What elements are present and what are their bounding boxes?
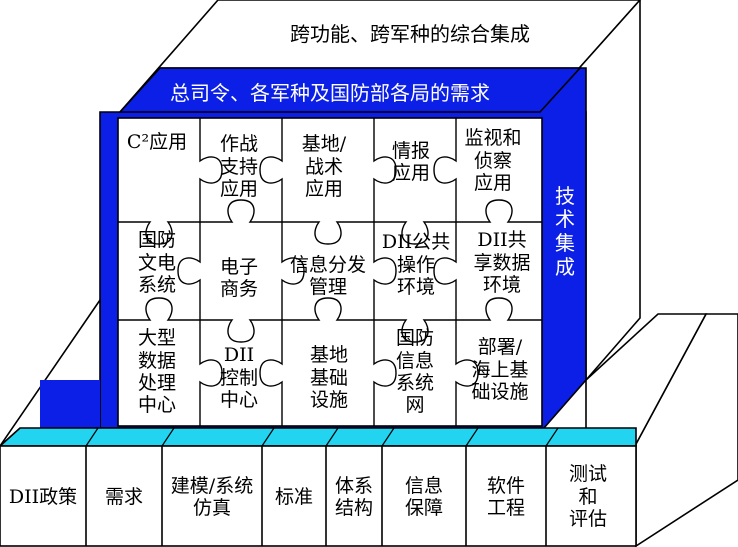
puzzle-e-commerce: 电子 商务 (219, 255, 258, 300)
base-divider-top (0, 427, 21, 447)
puzzle-edge (199, 320, 223, 426)
cyan-strip (0, 427, 637, 447)
puzzle-combat-support-application: 作战 支持 应用 (219, 133, 258, 201)
puzzle-edge (118, 297, 200, 321)
base-modeling-simulation: 建模/系统 仿真 (170, 474, 254, 519)
base-information-assurance: 信息 保障 (404, 474, 443, 519)
puzzle-c2-application: C²应用 (126, 130, 188, 153)
puzzle-edge (373, 320, 397, 426)
puzzle-edge (433, 222, 457, 320)
puzzle-large-data-center: 大型 数据 处理 中心 (137, 327, 176, 417)
base-test-evaluation: 测试 和 评估 (568, 463, 607, 531)
puzzle-dii-shade: DII共 享数据 环境 (473, 229, 531, 297)
puzzle-edge (177, 222, 201, 320)
puzzle-edge (456, 199, 542, 223)
puzzle-edge (373, 222, 397, 320)
puzzle-edge (200, 199, 282, 223)
base-front-panel (0, 445, 637, 547)
blue-frame-top (118, 67, 582, 113)
side-title: 技 术 集 成 (555, 183, 575, 279)
puzzle-base-infrastructure: 基地 基础 设施 (309, 344, 348, 412)
base-standards: 标准 (274, 485, 313, 508)
puzzle-edge (199, 118, 223, 222)
puzzle-panel (117, 117, 543, 427)
base-divider-top (465, 427, 479, 447)
puzzle-edge (259, 320, 283, 426)
base-divider-top (381, 427, 395, 447)
puzzle-edge (281, 222, 305, 320)
puzzle-intelligence-application: 情报 应用 (391, 139, 430, 184)
puzzle-disn: 国防 信息 系统 网 (395, 327, 434, 417)
base-dii-policy: DII政策 (8, 485, 78, 508)
puzzle-edge (456, 297, 542, 321)
puzzle-surveillance-recon-application: 监视和 侦察 应用 (464, 127, 522, 195)
puzzle-dii-control-center: DII 控制 中心 (219, 344, 258, 412)
top-title: 跨功能、跨军种的综合集成 (290, 22, 530, 47)
puzzle-edge (373, 118, 397, 222)
base-divider-top (161, 427, 175, 447)
base-architecture: 体系 结构 (334, 474, 373, 519)
base-divider-top (261, 427, 275, 447)
puzzle-edge (455, 320, 479, 426)
puzzle-deployed-infrastructure: 部署/ 海上基 础设施 (471, 336, 529, 404)
puzzle-defense-message-system: 国防 文电 系统 (137, 229, 176, 297)
base-requirements: 需求 (104, 485, 143, 508)
puzzle-edge (259, 118, 283, 222)
puzzle-base-tactical-application: 基地/ 战术 应用 (301, 133, 347, 201)
puzzle-edge (374, 221, 456, 245)
base-divider-top (325, 427, 339, 447)
puzzle-edge (282, 297, 374, 321)
base-divider-top (545, 427, 559, 447)
front-title: 总司令、各军种及国防部各局的需求 (170, 81, 490, 106)
puzzle-edge (433, 118, 457, 222)
base-software-engineering: 软件 工程 (486, 474, 525, 519)
puzzle-information-dissemination: 信息分发 管理 (289, 253, 366, 298)
puzzle-edge (374, 319, 456, 343)
base-divider-top (85, 427, 99, 447)
puzzle-edge (282, 221, 374, 245)
puzzle-dii-coe: DII公共 操作 环境 (381, 231, 451, 299)
puzzle-edge (200, 319, 282, 343)
puzzle-edge (118, 221, 200, 245)
